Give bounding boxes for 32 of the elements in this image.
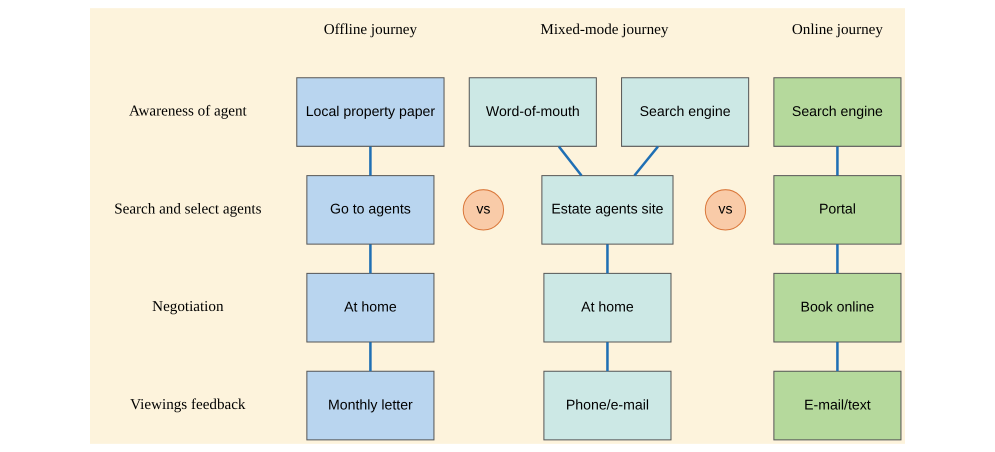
connector [369, 244, 372, 274]
label: Offline journey [324, 22, 418, 38]
connector [836, 146, 839, 176]
node-box: Book online [773, 272, 902, 342]
node-box: Estate agents site [541, 175, 674, 245]
node-box: Search engine [773, 77, 902, 147]
connector [633, 146, 659, 176]
node-box: Local property paper [296, 77, 445, 147]
node-box: Portal [773, 175, 902, 245]
connector [369, 146, 372, 176]
node-box: At home [543, 272, 672, 342]
node-box: Phone/e-mail [543, 370, 672, 440]
node-box: Search engine [621, 77, 750, 147]
node-box: Monthly letter [306, 370, 434, 440]
node-box: E-mail/text [773, 370, 902, 440]
label: Awareness of agent [128, 104, 247, 120]
label: Search and select agents [114, 201, 262, 218]
node-box: Go to agents [306, 175, 434, 245]
node-box: Word-of-mouth [468, 77, 597, 147]
label: Mixed-mode journey [540, 22, 668, 38]
node-circle: vs [704, 189, 746, 231]
node-box: At home [306, 272, 434, 342]
connector [606, 244, 609, 274]
label: Viewings feedback [130, 397, 246, 414]
connector [836, 342, 839, 372]
connector [606, 342, 609, 372]
connector [836, 244, 839, 274]
connector [369, 342, 372, 372]
label: Negotiation [152, 299, 224, 316]
connector [558, 146, 582, 176]
node-circle: vs [462, 189, 504, 231]
label: Online journey [792, 22, 883, 38]
